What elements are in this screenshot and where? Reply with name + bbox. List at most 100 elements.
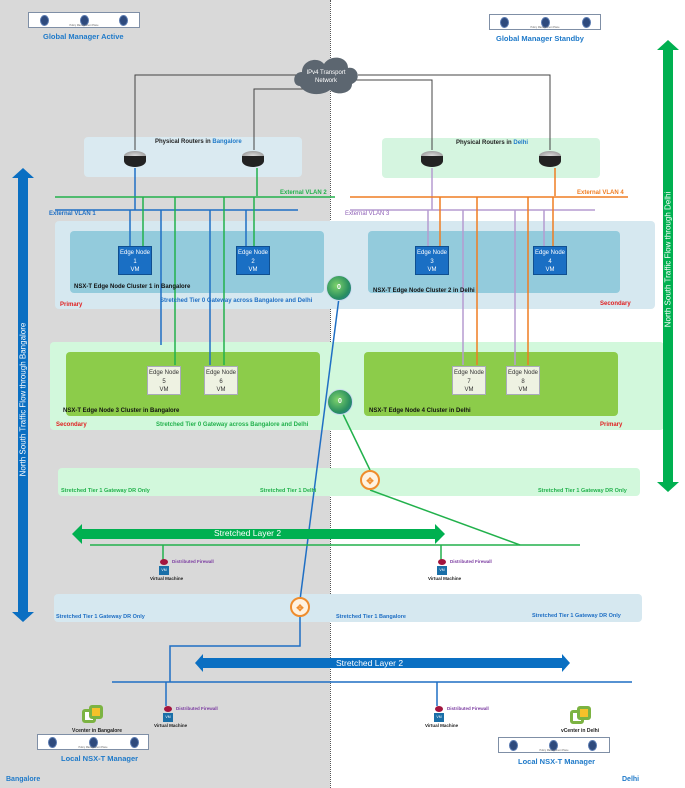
vm-icon: VM (163, 713, 173, 722)
vlan4-label: External VLAN 4 (577, 190, 624, 196)
edge-node-line3: VM (130, 267, 140, 273)
physical-routers-delhi-label: Physical Routers in Delhi (456, 140, 528, 146)
edge-node-num: 3 (430, 258, 434, 265)
firewall-icon (435, 706, 443, 712)
local-manager-bangalore-box[interactable]: Policy Management Plane (37, 734, 149, 750)
ns-text-bangalore: North South Traffic Flow through Bangalo… (18, 322, 28, 477)
wire-cloud-router-dli-1 (352, 79, 433, 150)
manager-node-icon (588, 740, 597, 751)
delhi-router-panel (382, 138, 600, 178)
global-manager-active-box[interactable]: Policy Management Plane (28, 12, 140, 28)
manager-node-icon (89, 737, 98, 748)
vcenter-bangalore-icon[interactable] (82, 705, 104, 725)
tier0-upper-gateway-label: Stretched Tier 0 Gateway across Bangalor… (160, 298, 313, 304)
edge-node-line3: VM (518, 387, 528, 393)
tier1-bangalore-right-label: Stretched Tier 1 Gateway DR Only (532, 613, 621, 619)
edge-node-num: 5 (162, 378, 166, 385)
tier1-bangalore-gateway-icon[interactable]: ✥ (290, 597, 310, 617)
router-icon[interactable] (539, 151, 561, 169)
edge-node-line1: Edge Node (237, 250, 269, 256)
cluster3-label: NSX-T Edge Node 3 Cluster in Bangalore (63, 408, 180, 414)
router-icon[interactable] (124, 151, 146, 169)
tier0-gateway-lower-icon[interactable]: 0 (327, 389, 353, 415)
edge-node-line1: Edge Node (119, 250, 151, 256)
vm-bangalore-blue[interactable]: Distributed Firewall VM Virtual Machine (154, 706, 220, 732)
global-manager-standby-title: Global Manager Standby (496, 34, 584, 43)
stretched-l2-green-arrow (72, 524, 445, 544)
ns-arrow-bangalore (12, 168, 34, 622)
router-icon[interactable] (421, 151, 443, 169)
edge-node-line3: VM (427, 267, 437, 273)
wire-t0-lower-to-t1-delhi (341, 411, 371, 471)
manager-node-icon (549, 740, 558, 751)
edge-node-num: 4 (548, 258, 552, 265)
bangalore-router-panel (84, 137, 302, 177)
firewall-icon (438, 559, 446, 565)
edge-node-line3: VM (248, 267, 258, 273)
cluster1-label: NSX-T Edge Node Cluster 1 in Bangalore (74, 284, 191, 290)
transport-line1: IPv4 Transport (306, 70, 346, 76)
router-icon[interactable] (242, 151, 264, 169)
tier0-lower-gateway-label: Stretched Tier 0 Gateway across Bangalor… (156, 422, 309, 428)
local-manager-delhi-box[interactable]: Policy Management Plane (498, 737, 610, 753)
manager-sub: Policy Management Plane (78, 746, 108, 749)
vm-icon: VM (159, 566, 169, 575)
tier0-gateway-upper-icon[interactable]: 0 (326, 275, 352, 301)
vm-bangalore-green[interactable]: Distributed Firewall VM Virtual Machine (150, 559, 216, 585)
vm-delhi-blue[interactable]: Distributed Firewall VM Virtual Machine (425, 706, 491, 732)
vm-label: Virtual Machine (154, 723, 188, 728)
vm-label: Virtual Machine (150, 576, 184, 581)
stretched-l2-blue-arrow (195, 654, 570, 672)
edge-node-line3: VM (545, 267, 555, 273)
vm-label: Virtual Machine (425, 723, 459, 728)
vm-label: Virtual Machine (428, 576, 462, 581)
transport-line2: Network (314, 78, 337, 84)
wire-cloud-router-bgl-1 (134, 74, 300, 150)
stretched-l2-blue-label: Stretched Layer 2 (336, 658, 404, 668)
ns-text-delhi: North South Traffic Flow through Delhi (663, 191, 673, 328)
edge-cluster-3 (66, 352, 320, 416)
edge-node-line1: Edge Node (205, 370, 237, 376)
tier0-lower-left-role: Secondary (56, 422, 87, 428)
edge-node-num: 8 (521, 378, 525, 385)
vm-delhi-green[interactable]: Distributed Firewall VM Virtual Machine (428, 559, 494, 585)
firewall-icon (164, 706, 172, 712)
vcenter-delhi-label: vCenter in Delhi (561, 728, 600, 734)
edge-cluster-2 (368, 231, 620, 293)
manager-node-icon (119, 15, 128, 26)
edge-node-num: 6 (219, 378, 223, 385)
firewall-icon (160, 559, 168, 565)
manager-node-icon (541, 17, 550, 28)
tier1-delhi-left-label: Stretched Tier 1 Gateway DR Only (61, 488, 150, 494)
edge-node-num: 7 (467, 378, 471, 385)
tier0-upper-left-role: Primary (60, 302, 83, 308)
manager-node-icon (130, 737, 139, 748)
manager-sub: Policy Management Plane (530, 26, 560, 29)
tier0-upper-right-role: Secondary (600, 301, 631, 307)
edge-cluster-1 (70, 231, 324, 293)
site-label-delhi: Delhi (622, 776, 640, 783)
vcenter-delhi-icon[interactable] (570, 706, 592, 726)
cluster2-label: NSX-T Edge Node Cluster 2 in Delhi (373, 288, 475, 294)
wire-t0-upper-to-t1-bangalore (299, 289, 341, 601)
vlan1-label: External VLAN 1 (49, 211, 96, 217)
site-label-bangalore: Bangalore (6, 776, 41, 783)
ipv4-transport-label: IPv4 Transport Network (302, 69, 350, 85)
tier1-delhi-gateway-icon[interactable]: ✥ (360, 470, 380, 490)
global-manager-standby-box[interactable]: Policy Management Plane (489, 14, 601, 30)
vlan2-label: External VLAN 2 (280, 190, 327, 196)
manager-node-icon (80, 15, 89, 26)
ns-arrow-delhi (657, 40, 679, 492)
firewall-label: Distributed Firewall (176, 706, 218, 711)
local-manager-bangalore-title: Local NSX-T Manager (61, 754, 139, 763)
stretched-l2-green-label: Stretched Layer 2 (214, 528, 282, 538)
